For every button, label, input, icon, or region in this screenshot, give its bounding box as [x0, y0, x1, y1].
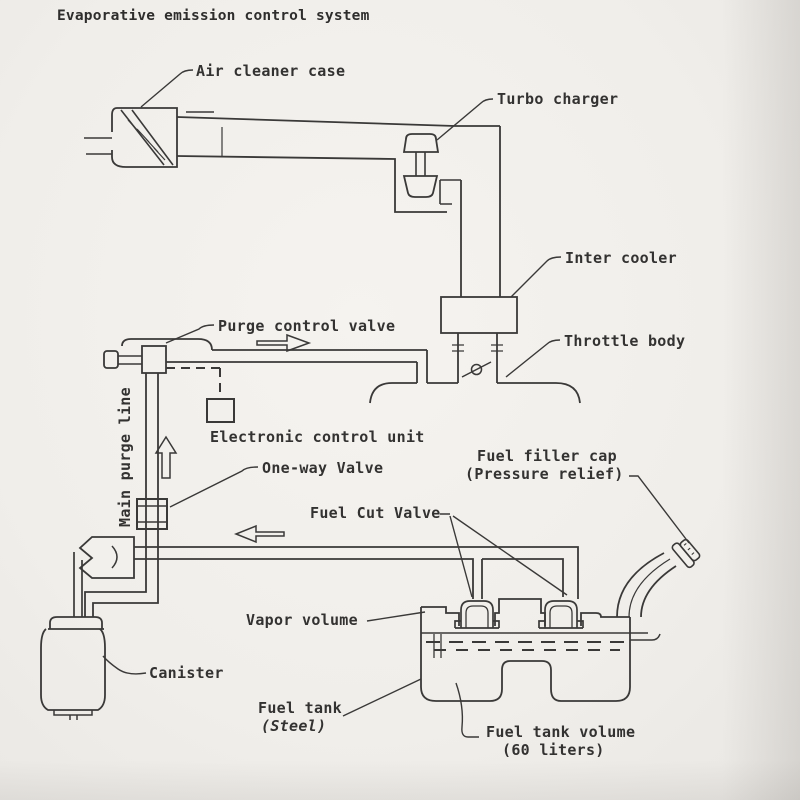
scan-shading-right — [722, 0, 800, 800]
flow-arrow-up-icon — [154, 435, 178, 479]
label-fuel-cut-valve: Fuel Cut Valve — [310, 504, 441, 522]
fuel-tank-drawing — [420, 598, 661, 702]
leader-vapor-volume — [366, 611, 426, 622]
leader-fuel-tank — [342, 678, 422, 717]
air-cleaner-case-drawing — [84, 107, 178, 168]
label-air-cleaner: Air cleaner case — [196, 62, 346, 80]
filler-neck-drawing — [616, 552, 677, 618]
leader-canister — [102, 655, 147, 675]
purge-control-valve-drawing — [103, 338, 213, 374]
canister-drawing — [40, 616, 106, 720]
label-fuel-tank-1: Fuel tank — [258, 699, 342, 717]
intake-duct — [176, 111, 501, 297]
label-fuel-tank-2: (Steel) — [261, 717, 327, 735]
one-way-valve-drawing — [136, 498, 168, 530]
label-throttle-body: Throttle body — [564, 332, 686, 350]
label-intercooler: Inter cooler — [565, 249, 677, 267]
leader-tank-volume — [455, 682, 479, 738]
throttle-body-drawing — [452, 333, 503, 383]
leader-one-way-valve — [169, 466, 259, 508]
leader-throttle — [505, 339, 561, 378]
leader-fuel-cut-valve — [440, 513, 568, 598]
page-title: Evaporative emission control system — [57, 8, 370, 24]
filler-cap-drawing — [671, 538, 701, 569]
fuel-cut-valve-left-drawing — [454, 600, 500, 629]
ecu-box — [206, 398, 235, 423]
purge-pipe — [166, 349, 427, 363]
flow-arrow-right-icon — [256, 333, 312, 353]
main-purge-line-pipe — [84, 373, 159, 617]
label-canister: Canister — [149, 664, 224, 682]
fuel-level-dashes — [426, 641, 628, 651]
tank-pipe — [134, 546, 579, 599]
label-one-way-valve: One-way Valve — [262, 459, 384, 477]
label-main-purge-line: Main purge line — [116, 387, 134, 527]
label-ecu: Electronic control unit — [210, 428, 425, 446]
label-purge-valve: Purge control valve — [218, 317, 396, 335]
flow-arrow-left-icon — [233, 524, 285, 544]
leader-intercooler — [510, 256, 562, 298]
leader-lines — [102, 69, 690, 738]
turbo-charger-drawing — [402, 133, 461, 205]
label-tank-volume-2: (60 liters) — [502, 741, 605, 759]
leader-filler-cap — [629, 475, 690, 544]
label-vapor-volume: Vapor volume — [246, 611, 358, 629]
label-tank-volume-1: Fuel tank volume — [486, 723, 636, 741]
label-filler-cap-1: Fuel filler cap — [477, 447, 617, 465]
label-turbo-charger: Turbo charger — [497, 90, 619, 108]
fuel-cut-valve-right-drawing — [538, 600, 584, 629]
dashed-control-line — [166, 367, 221, 399]
scan-shading-bottom — [0, 760, 800, 800]
two-way-valve-drawing — [73, 536, 135, 617]
leader-air-cleaner — [140, 69, 194, 108]
label-filler-cap-2: (Pressure relief) — [465, 465, 624, 483]
leader-turbo — [436, 98, 494, 141]
leader-purge-valve — [165, 324, 215, 344]
intake-manifold — [369, 350, 581, 404]
intercooler-drawing — [440, 296, 518, 334]
